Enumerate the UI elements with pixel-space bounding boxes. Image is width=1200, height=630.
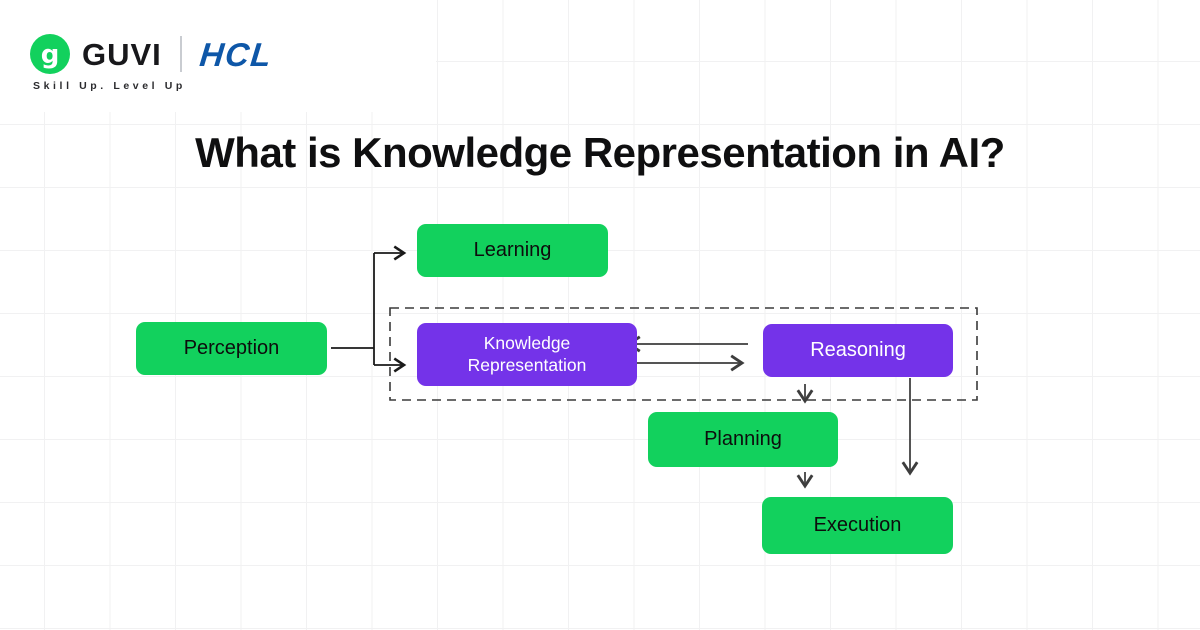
- node-execution: Execution: [762, 497, 953, 554]
- node-reasoning: Reasoning: [763, 324, 953, 377]
- node-knowledge-representation: Knowledge Representation: [417, 323, 637, 386]
- node-perception: Perception: [136, 322, 327, 375]
- header-background: [0, 0, 436, 112]
- brand-tagline: Skill Up. Level Up: [33, 80, 186, 92]
- logo-divider: [179, 36, 182, 72]
- svg-text:g: g: [41, 40, 60, 70]
- hcl-wordmark: HCL: [197, 35, 275, 73]
- guvi-g-icon: g: [30, 34, 70, 74]
- node-planning: Planning: [648, 412, 838, 467]
- guvi-wordmark: GUVI: [82, 36, 162, 72]
- page-title: What is Knowledge Representation in AI?: [195, 129, 1005, 176]
- brand-header: g GUVI HCL: [30, 34, 275, 74]
- node-learning: Learning: [417, 224, 608, 277]
